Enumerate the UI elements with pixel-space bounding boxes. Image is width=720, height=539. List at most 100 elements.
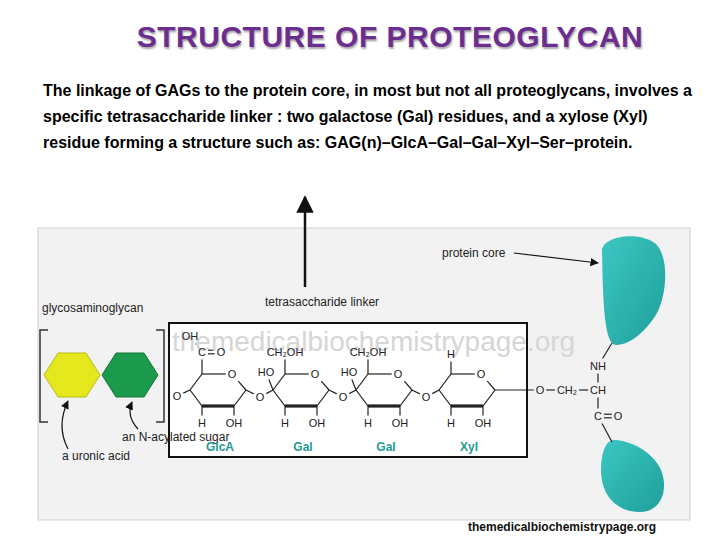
leader-arrow xyxy=(62,401,68,449)
atom-label: O xyxy=(477,368,486,380)
atom-label: OH xyxy=(392,417,409,429)
ring-bond xyxy=(439,374,451,390)
ring-bond xyxy=(202,404,234,407)
atom-label: O xyxy=(536,384,545,396)
atom-bond xyxy=(201,360,202,375)
atom-bond xyxy=(367,406,368,416)
atom-bond xyxy=(432,390,439,394)
atom-label: OH xyxy=(309,417,326,429)
atom-bond xyxy=(284,360,285,375)
sugar-name: Xyl xyxy=(460,440,478,454)
atom-label: O xyxy=(311,368,320,380)
atom-bond xyxy=(246,390,254,394)
atom-bond xyxy=(266,390,273,394)
atom-label: O xyxy=(228,368,237,380)
box-heading: tetrasaccharide linker xyxy=(265,295,379,309)
bracket xyxy=(156,330,164,422)
protein-core-shape xyxy=(602,236,665,345)
atom-bond xyxy=(316,406,317,416)
atom-bond xyxy=(201,406,202,416)
ring-bond xyxy=(368,404,400,407)
bond-lines xyxy=(183,343,612,442)
protein-core-shape xyxy=(601,440,664,512)
atom-label: C xyxy=(198,346,206,358)
atom-bond xyxy=(604,417,612,418)
atom-bond xyxy=(412,390,420,394)
atom-label: CH xyxy=(590,384,606,396)
ring-bond xyxy=(400,390,412,406)
ring-bond xyxy=(451,404,483,407)
atom-bond xyxy=(202,373,226,374)
linker-box: tetrasaccharide linkerGlcAGalGalXyl xyxy=(168,322,528,458)
atom-bond xyxy=(597,398,598,409)
atom-bond xyxy=(329,390,337,394)
atom-label: OH xyxy=(182,330,199,342)
title: STRUCTURE OF PROTEOGLYCAN xyxy=(137,20,643,54)
atom-bond xyxy=(269,380,273,391)
acylated-sugar-hexagon xyxy=(102,353,158,397)
atom-label: O xyxy=(217,346,226,358)
atom-label: H xyxy=(364,417,372,429)
atom-label: CH₂OH xyxy=(267,346,304,358)
atom-bond xyxy=(404,381,412,390)
atom-label: O xyxy=(614,410,623,422)
atom-bond xyxy=(368,373,392,374)
sugar-name: GlcA xyxy=(206,440,234,454)
leader-arrow xyxy=(514,253,598,263)
atom-bond xyxy=(321,381,329,390)
atom-label: H xyxy=(281,417,289,429)
ring-bond xyxy=(273,390,285,406)
atom-bond xyxy=(349,390,356,394)
ring-bond xyxy=(483,390,495,406)
atom-label: O xyxy=(394,368,403,380)
atom-bond xyxy=(597,374,598,383)
ring-bond xyxy=(439,390,451,406)
atom-bond xyxy=(487,381,495,390)
atom-bond xyxy=(183,390,190,393)
atom-label: HO xyxy=(341,366,358,378)
sugar-name: Gal xyxy=(376,440,395,454)
leader-arrow xyxy=(130,402,138,429)
figure-panel xyxy=(38,228,690,520)
atom-bond xyxy=(603,343,612,359)
atom-bond xyxy=(604,414,612,415)
atom-label: OH xyxy=(475,417,492,429)
atom-bond xyxy=(546,389,555,390)
atom-label: CH₂ xyxy=(557,384,577,396)
ring-bond xyxy=(285,404,317,407)
atom-bond xyxy=(579,389,588,390)
pointer-arrow xyxy=(304,197,307,287)
atom-label: O xyxy=(339,391,348,403)
ring-bond xyxy=(317,390,329,406)
ring-bond xyxy=(356,390,368,406)
atom-bond xyxy=(233,406,234,416)
ring-bond xyxy=(234,390,246,406)
atom-label: O xyxy=(173,390,182,402)
atom-bond xyxy=(482,406,483,416)
atom-bond xyxy=(367,360,368,375)
atom-bond xyxy=(238,381,246,390)
atom-bond xyxy=(450,362,451,375)
atom-label: CH₂OH xyxy=(350,346,387,358)
atom-label: H xyxy=(447,417,455,429)
atom-label: HO xyxy=(258,366,275,378)
atom-label: O xyxy=(422,391,431,403)
atom-bond xyxy=(602,424,612,443)
description: The linkage of GAGs to the protein core,… xyxy=(43,78,698,156)
ring-bond xyxy=(273,374,285,390)
bracket xyxy=(40,330,48,422)
atom-bond xyxy=(451,373,475,374)
atom-label: OH xyxy=(226,417,243,429)
source-credit: themedicalbiochemistrypage.org xyxy=(468,520,656,534)
atom-bond xyxy=(450,406,451,416)
atom-label: H xyxy=(447,348,455,360)
atom-bond xyxy=(399,406,400,416)
atom-bond xyxy=(284,406,285,416)
ring-bond xyxy=(356,374,368,390)
ring-bond xyxy=(190,374,202,390)
atom-label: NH xyxy=(590,360,606,372)
part-label: protein core xyxy=(442,246,505,260)
ring-bond xyxy=(190,390,202,406)
uronic-acid-hexagon xyxy=(44,353,100,397)
atom-label: H xyxy=(198,417,206,429)
